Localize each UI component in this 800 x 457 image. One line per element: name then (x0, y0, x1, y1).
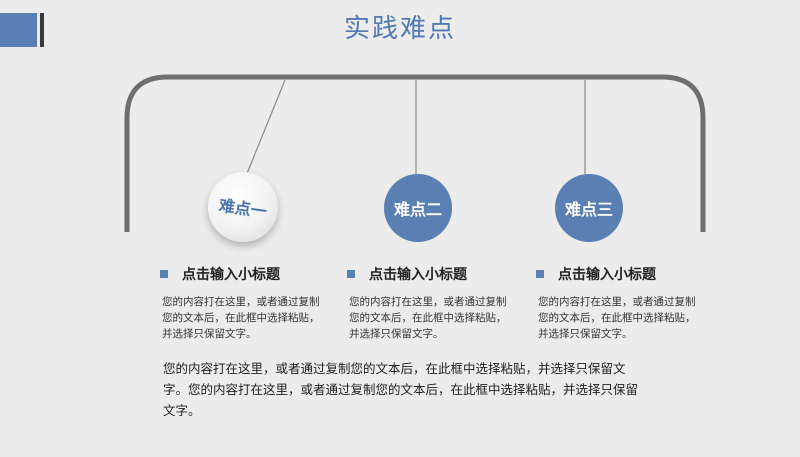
point-heading-2-text: 点击输入小标题 (369, 267, 467, 283)
corner-accent-line (40, 13, 44, 47)
arch-frame (124, 74, 706, 232)
point-heading-1[interactable]: 点击输入小标题 (160, 264, 335, 284)
slide-title: 实践难点 (343, 14, 456, 44)
point-heading-2[interactable]: 点击输入小标题 (347, 264, 522, 284)
corner-accent-block (0, 13, 37, 47)
point-block-1: 点击输入小标题 您的内容打在这里，或者通过复制您的文本后，在此框中选择粘贴，并选… (160, 264, 335, 342)
point-heading-3[interactable]: 点击输入小标题 (536, 264, 711, 284)
square-bullet-icon (536, 270, 544, 278)
point-circle-2-label: 难点二 (393, 200, 442, 219)
point-circle-3: 难点三 (555, 174, 623, 242)
square-bullet-icon (160, 270, 168, 278)
footer-text[interactable]: 您的内容打在这里，或者通过复制您的文本后，在此框中选择粘贴，并选择只保留文字。您… (163, 361, 639, 418)
point-circle-2: 难点二 (384, 174, 452, 242)
point-heading-3-text: 点击输入小标题 (558, 267, 656, 283)
connector-line-1 (245, 79, 286, 177)
point-circle-1: 难点一 (208, 172, 278, 242)
point-circle-3-label: 难点三 (564, 200, 613, 219)
point-heading-1-text: 点击输入小标题 (182, 267, 280, 283)
point-text-3[interactable]: 您的内容打在这里，或者通过复制您的文本后，在此框中选择粘贴，并选择只保留文字。 (538, 296, 696, 340)
square-bullet-icon (347, 270, 355, 278)
point-circle-1-label: 难点一 (217, 195, 268, 222)
point-text-2[interactable]: 您的内容打在这里，或者通过复制您的文本后，在此框中选择粘贴，并选择只保留文字。 (349, 296, 507, 340)
point-block-2: 点击输入小标题 您的内容打在这里，或者通过复制您的文本后，在此框中选择粘贴，并选… (347, 264, 522, 342)
point-text-1[interactable]: 您的内容打在这里，或者通过复制您的文本后，在此框中选择粘贴，并选择只保留文字。 (162, 296, 320, 340)
point-block-3: 点击输入小标题 您的内容打在这里，或者通过复制您的文本后，在此框中选择粘贴，并选… (536, 264, 711, 342)
